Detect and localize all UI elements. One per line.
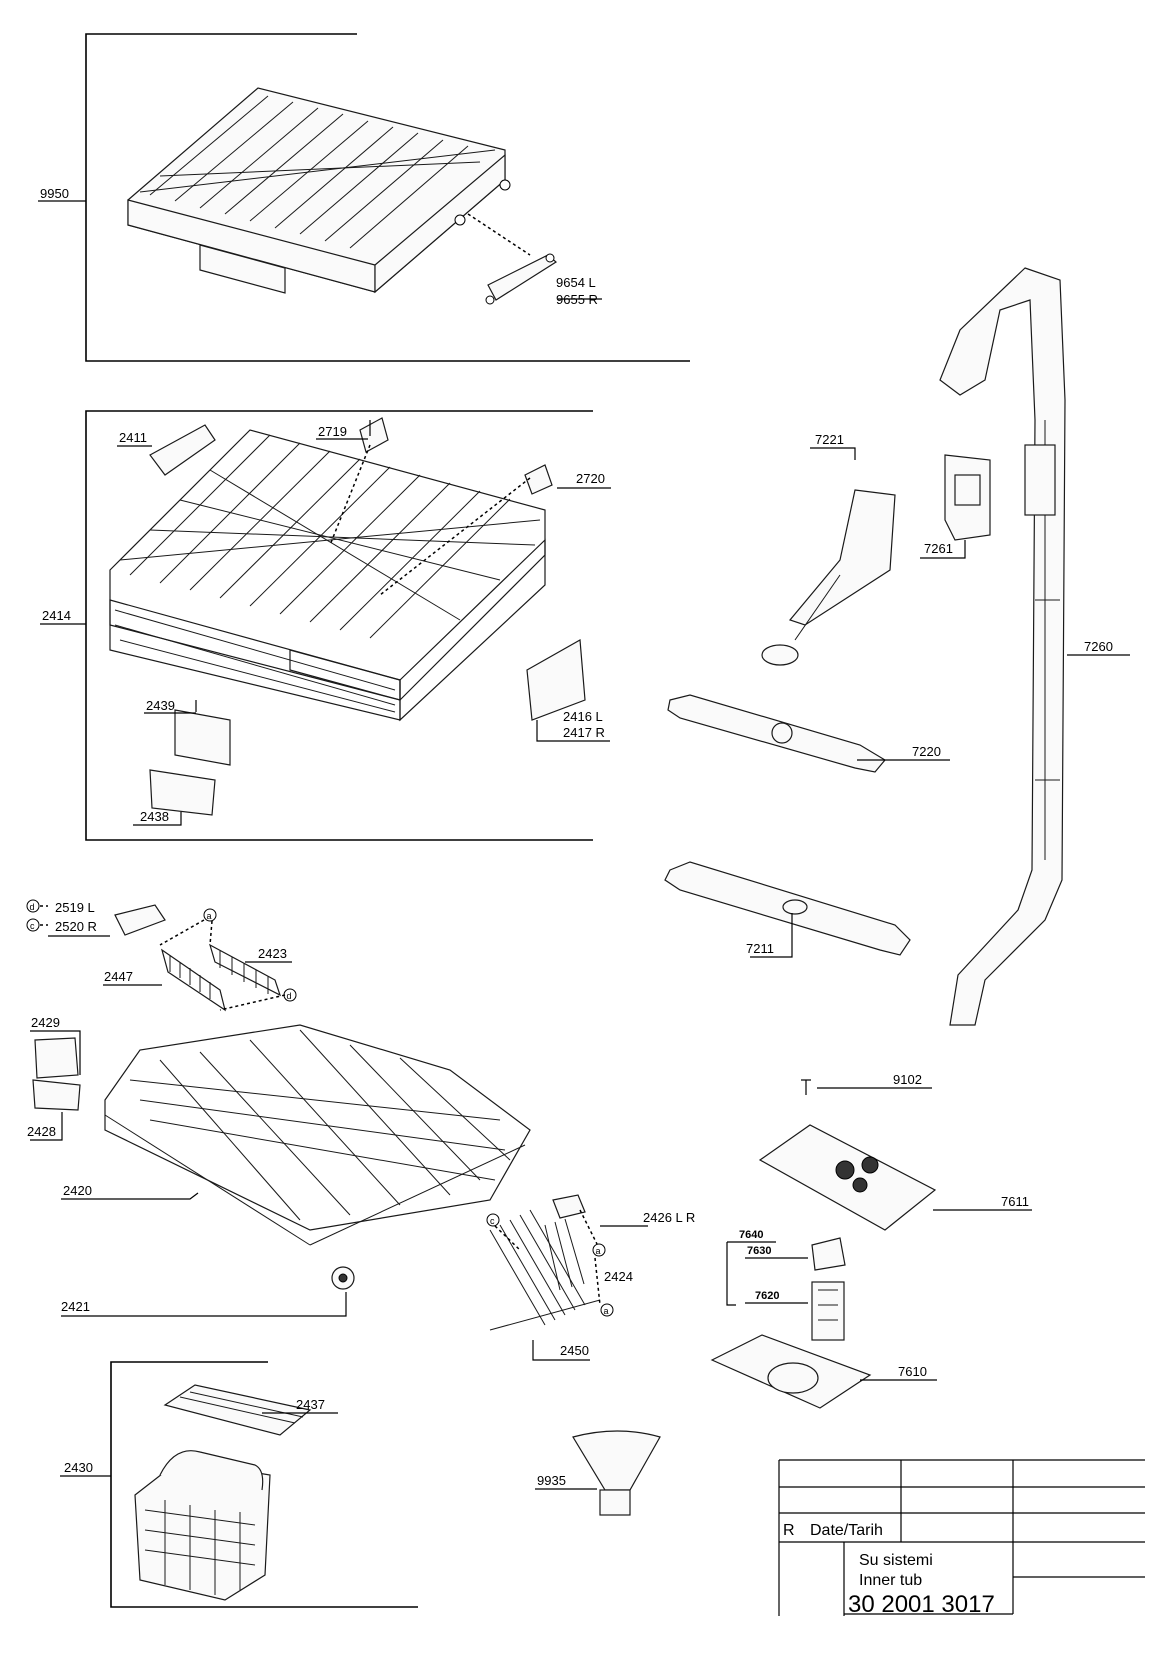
lower-basket-clips-drawing	[32, 1037, 81, 1111]
label-2438: 2438	[140, 809, 169, 824]
label-9655: 9655 R	[556, 292, 598, 307]
circulation-pipe-drawing	[939, 267, 1066, 1026]
label-2430: 2430	[64, 1460, 93, 1475]
label-2426: 2426 L R	[643, 1210, 695, 1225]
label-2417: 2417 R	[563, 725, 605, 740]
sump-cover-drawing	[758, 1124, 937, 1231]
label-7630: 7630	[747, 1245, 771, 1257]
title-block: R Date/Tarih Su sistemi Inner tub 30 200…	[778, 1459, 1145, 1618]
label-2414: 2414	[42, 608, 71, 623]
wheel-drawing	[331, 1266, 355, 1290]
label-2420: 2420	[63, 1183, 92, 1198]
callout-a: a	[207, 911, 212, 921]
cutlery-basket-lid-drawing	[163, 1384, 312, 1436]
filter-assembly-drawing	[811, 1237, 846, 1341]
label-2447: 2447	[104, 969, 133, 984]
section-frame-upper-basket	[85, 410, 593, 841]
callout-a: a	[604, 1306, 609, 1316]
lower-basket-drawing	[104, 1024, 531, 1246]
callout-d: d	[30, 902, 35, 912]
section-frame-top-tray	[85, 33, 690, 362]
upper-basket-clips-drawing	[149, 417, 586, 816]
upper-basket-drawing	[109, 429, 546, 722]
pipe-connector-drawing	[944, 454, 991, 541]
label-2437: 2437	[296, 1397, 325, 1412]
label-7261: 7261	[924, 541, 953, 556]
cutlery-basket-drawing	[134, 1450, 271, 1601]
lower-basket-hook-drawing	[114, 904, 166, 936]
callouts: d c a d c a a	[26, 899, 614, 1317]
upper-spray-arm-drawing	[761, 489, 896, 666]
callout-d: d	[287, 991, 292, 1001]
label-7211: 7211	[746, 941, 774, 956]
label-9654: 9654 L	[556, 275, 596, 290]
label-2519: 2519 L	[55, 900, 95, 915]
section-frame-cutlery-basket	[110, 1361, 418, 1608]
label-2411: 2411	[119, 430, 147, 445]
middle-spray-arm-drawing	[667, 694, 886, 773]
folding-rack-drawing	[489, 1194, 601, 1331]
label-2720: 2720	[576, 471, 605, 486]
label-2439: 2439	[146, 698, 175, 713]
tray-rail-drawing	[485, 253, 557, 305]
title-block-desc-line2: Inner tub	[859, 1572, 922, 1589]
label-7220: 7220	[912, 744, 941, 759]
label-7640: 7640	[739, 1229, 763, 1241]
label-7610: 7610	[898, 1364, 927, 1379]
label-7221: 7221	[815, 432, 844, 447]
callout-c: c	[30, 921, 35, 931]
label-2428: 2428	[27, 1124, 56, 1139]
title-block-doc-number: 30 2001 3017	[848, 1591, 995, 1618]
label-2423: 2423	[258, 946, 287, 961]
label-2421: 2421	[61, 1299, 90, 1314]
label-2520: 2520 R	[55, 919, 97, 934]
label-9935: 9935	[537, 1473, 566, 1488]
cutlery-tray-drawing	[127, 87, 511, 294]
screw-drawing	[801, 1079, 811, 1095]
label-9950: 9950	[40, 186, 69, 201]
title-block-r: R	[783, 1522, 795, 1539]
label-2424: 2424	[604, 1269, 633, 1284]
plate-rack-drawing	[160, 943, 282, 1012]
title-block-desc-line1: Su sistemi	[859, 1552, 933, 1569]
funnel-drawing	[572, 1430, 661, 1516]
label-2429: 2429	[31, 1015, 60, 1030]
lower-spray-arm-drawing	[664, 861, 911, 956]
label-7620: 7620	[755, 1290, 779, 1302]
callout-a: a	[596, 1246, 601, 1256]
label-7611: 7611	[1001, 1194, 1029, 1209]
label-7260: 7260	[1084, 639, 1113, 654]
label-2416: 2416 L	[563, 709, 603, 724]
callout-c: c	[490, 1216, 495, 1226]
part-labels: 9950 9654 L 9655 R 2411 2719 2720 2414 2…	[27, 186, 1113, 1488]
title-block-date-label: Date/Tarih	[810, 1522, 883, 1539]
label-2719: 2719	[318, 424, 347, 439]
filter-plate-drawing	[710, 1334, 872, 1409]
label-9102: 9102	[893, 1072, 922, 1087]
label-2450: 2450	[560, 1343, 589, 1358]
